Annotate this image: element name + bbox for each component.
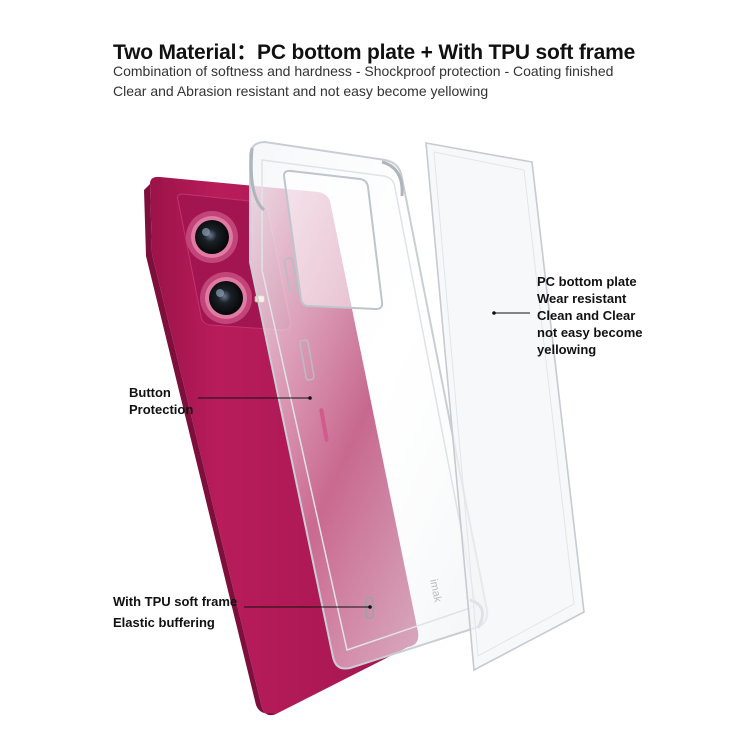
pc-plate-callout: PC bottom plate Wear resistant Clean and…: [537, 273, 643, 358]
pc-plate-feature: yellowing: [537, 342, 597, 357]
svg-text:imak: imak: [427, 578, 444, 604]
button-protection-callout: Button Protection: [129, 384, 193, 418]
pc-bottom-plate: [425, 142, 585, 672]
subtitle-line-2: Clear and Abrasion resistant and not eas…: [113, 83, 489, 99]
elastic-buffering-label: Elastic buffering: [113, 615, 215, 630]
pc-plate-feature: Clean and Clear: [537, 308, 636, 323]
page-title: Two Material：PC bottom plate + With TPU …: [113, 41, 636, 64]
tpu-frame-label: With TPU soft frame: [113, 594, 238, 609]
tpu-frame-callout: With TPU soft frame Elastic buffering: [113, 591, 237, 633]
protection-label: Protection: [129, 402, 194, 417]
subtitle-line-1: Combination of softness and hardness - S…: [113, 63, 614, 79]
pc-plate-feature: not easy become: [537, 325, 643, 340]
pc-plate-feature: Wear resistant: [537, 291, 627, 306]
pc-plate-label: PC bottom plate: [537, 274, 637, 289]
button-label: Button: [129, 385, 171, 400]
tpu-soft-frame: imak: [249, 140, 489, 670]
